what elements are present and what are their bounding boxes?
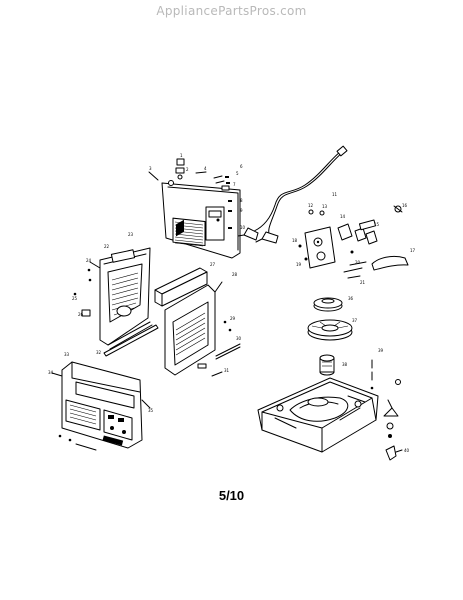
callout-10: 10 [240,225,246,230]
callout-20: 20 [355,260,361,265]
middle-side-panel [164,219,241,377]
callout-16: 16 [402,203,408,208]
foam-block [154,267,208,307]
handle-strip [103,324,159,357]
callout-14: 14 [340,214,346,219]
callout-3: 3 [149,166,152,171]
rotor-disc [313,297,343,312]
callout-31: 31 [224,368,230,373]
callout-35: 35 [148,408,154,413]
callout-12: 12 [308,203,314,208]
page-number: 5/10 [218,488,245,503]
callout-1: 1 [180,153,183,158]
callout-28: 28 [232,272,238,277]
callout-15: 15 [374,222,380,227]
callout-22: 22 [104,244,110,249]
callout-7: 7 [233,182,236,187]
left-side-panel [73,247,153,350]
callout-38: 38 [342,362,348,367]
callout-32: 32 [96,350,102,355]
filter-cylinder [319,354,335,376]
callout-25: 25 [72,296,78,301]
callout-17: 17 [410,248,416,253]
callout-39: 39 [378,348,384,353]
control-panel-assembly [298,205,409,279]
rear-cover-panel [161,180,241,259]
callout-37: 37 [352,318,358,323]
callout-11: 11 [332,192,338,197]
watermark: AppliancePartsPros.com [156,4,307,18]
callout-21: 21 [360,280,366,285]
callout-34: 34 [48,370,54,375]
callout-4: 4 [204,166,207,171]
callout-27: 27 [210,262,216,267]
callout-13: 13 [322,204,328,209]
callout-9: 9 [240,208,243,213]
callout-8: 8 [240,198,243,203]
callout-labels: 1 2 3 4 5 6 7 8 9 10 11 12 13 14 15 16 1… [48,153,416,453]
callout-29: 29 [230,316,236,321]
callout-23: 23 [128,232,134,237]
base-tray [257,377,379,453]
callout-30: 30 [236,336,242,341]
battery-cable [237,145,348,244]
callout-33: 33 [64,352,70,357]
callout-40: 40 [404,448,410,453]
callout-19: 19 [296,262,302,267]
base-hardware [370,359,403,461]
callout-36: 36 [348,296,354,301]
callout-26: 26 [78,312,84,317]
callout-5: 5 [236,171,239,176]
fan-disc [307,319,353,341]
callout-6: 6 [240,164,243,169]
callout-2: 2 [186,167,189,172]
top-hardware [148,158,232,229]
front-panel [51,361,151,451]
callout-24: 24 [86,258,92,263]
callout-18: 18 [292,238,298,243]
